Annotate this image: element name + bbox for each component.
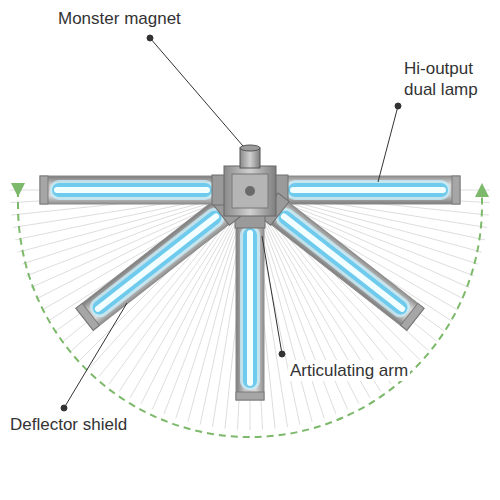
part-label: Hi-output dual lamp (402, 58, 496, 101)
part-label: Monster magnet (56, 8, 183, 29)
light-ray (56, 190, 250, 331)
light-ray (63, 190, 250, 341)
leader-lines (61, 35, 401, 411)
part-label: Deflector shield (8, 414, 129, 435)
rotation-arc (18, 190, 482, 437)
light-rays (10, 190, 490, 430)
hub (224, 145, 276, 216)
part-label: Articulating arm (288, 360, 410, 381)
